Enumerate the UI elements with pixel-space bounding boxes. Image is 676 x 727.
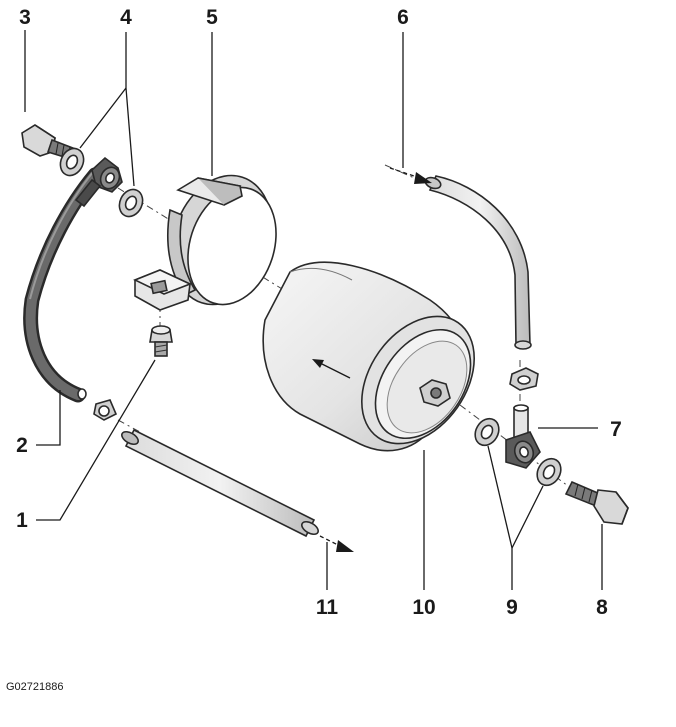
- callout-labels: 3 4 5 6 2 1 7 11 10 9 8: [16, 6, 622, 619]
- sealing-ring-right-a: [474, 417, 500, 447]
- callout-8: 8: [596, 596, 608, 619]
- banjo-fitting-right: [505, 404, 541, 469]
- clamp-screw: [149, 325, 173, 357]
- fuel-hose-outlet: [121, 428, 354, 552]
- hose-clamp-right: [509, 367, 539, 391]
- callout-9: 9: [506, 596, 518, 619]
- callout-2: 2: [16, 434, 28, 457]
- fuel-line-with-banjo: [23, 156, 123, 403]
- hose-clamp-left: [93, 399, 118, 421]
- callout-1: 1: [16, 509, 28, 532]
- filter-mounting-clamp: [133, 174, 277, 311]
- callout-4: 4: [120, 6, 132, 29]
- sealing-ring-left-b: [118, 188, 144, 218]
- callout-11: 11: [316, 596, 339, 619]
- hollow-bolt-right: [564, 480, 629, 525]
- figure-code: G02721886: [6, 681, 64, 693]
- fuel-filter: [262, 261, 475, 452]
- callout-7: 7: [610, 418, 622, 441]
- callout-3: 3: [19, 6, 31, 29]
- callout-10: 10: [412, 596, 435, 619]
- sealing-ring-left-a: [59, 147, 85, 177]
- callout-6: 6: [397, 6, 409, 29]
- leader-lines: [24, 30, 603, 590]
- fuel-hose-inlet: [389, 167, 532, 350]
- sealing-ring-right-b: [536, 457, 562, 487]
- callout-5: 5: [206, 6, 218, 29]
